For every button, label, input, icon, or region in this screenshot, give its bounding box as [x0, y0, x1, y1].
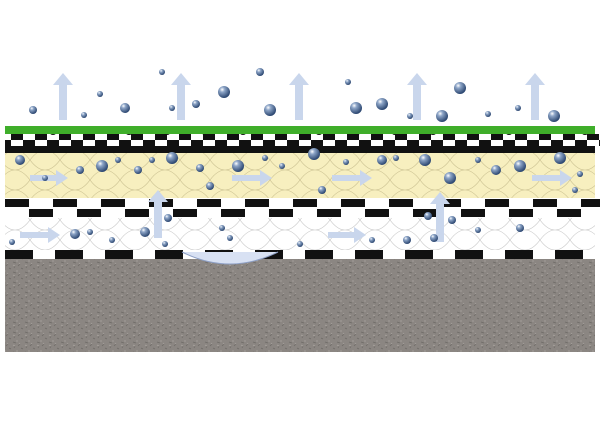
moisture-droplet: [81, 112, 87, 118]
moisture-droplet: [376, 98, 388, 110]
moisture-droplet: [97, 91, 103, 97]
moisture-droplet: [219, 225, 225, 231]
moisture-droplet: [134, 166, 142, 174]
moisture-droplet: [169, 105, 175, 111]
vapor-arrow-right-head: [360, 170, 372, 186]
moisture-droplet: [15, 155, 25, 165]
moisture-droplet: [369, 237, 375, 243]
moisture-droplet: [475, 157, 481, 163]
vapor-arrow-up-head: [407, 73, 427, 85]
moisture-droplet: [218, 86, 230, 98]
vapor-arrow-right-head: [260, 170, 272, 186]
moisture-droplet: [96, 160, 108, 172]
vapor-arrows: [20, 73, 572, 243]
moisture-droplet: [318, 186, 326, 194]
moisture-droplet: [196, 164, 204, 172]
vapor-arrow-up: [154, 200, 162, 238]
moisture-droplet: [475, 227, 481, 233]
vapor-arrow-right: [332, 175, 362, 181]
vapor-barrier-membrane: [5, 198, 600, 218]
moisture-droplet: [515, 105, 521, 111]
moisture-droplet: [308, 148, 320, 160]
moisture-droplet: [345, 79, 351, 85]
moisture-droplet: [448, 216, 456, 224]
blister-bulge: [181, 251, 279, 265]
vapor-arrow-right: [232, 175, 262, 181]
moisture-droplet: [264, 104, 276, 116]
moisture-droplets: [9, 68, 583, 247]
moisture-droplet: [115, 157, 121, 163]
vapor-arrow-up: [59, 83, 67, 120]
vapor-arrow-right: [20, 232, 50, 238]
moisture-droplet: [109, 237, 115, 243]
vapor-arrow-right-head: [48, 227, 60, 243]
concrete-slab: [5, 259, 595, 352]
vapor-arrow-right-head: [560, 170, 572, 186]
moisture-droplet: [120, 103, 130, 113]
vapor-arrow-up-head: [525, 73, 545, 85]
moisture-droplet: [297, 241, 303, 247]
moisture-droplet: [87, 229, 93, 235]
vapor-arrow-up: [295, 83, 303, 120]
moisture-droplet: [491, 165, 501, 175]
drainage-membrane: [5, 127, 600, 153]
moisture-droplet: [444, 172, 456, 184]
vapor-arrow-up-head: [148, 190, 168, 202]
moisture-droplet: [343, 159, 349, 165]
moisture-droplet: [149, 157, 155, 163]
moisture-droplet: [436, 110, 448, 122]
moisture-droplet: [377, 155, 387, 165]
moisture-droplet: [350, 102, 362, 114]
moisture-droplet: [166, 152, 178, 164]
vapor-arrow-up-head: [289, 73, 309, 85]
moisture-droplet: [485, 111, 491, 117]
vapor-arrow-right-head: [56, 170, 68, 186]
waterproofing-membrane: [5, 250, 595, 259]
moisture-droplet: [516, 224, 524, 232]
moisture-droplet: [548, 110, 560, 122]
moisture-droplet: [262, 155, 268, 161]
moisture-droplet: [29, 106, 37, 114]
moisture-droplet: [192, 100, 200, 108]
moisture-droplet: [407, 113, 413, 119]
moisture-droplet: [577, 171, 583, 177]
moisture-droplet: [430, 234, 438, 242]
vegetation-layer: [5, 126, 595, 134]
moisture-droplet: [164, 214, 172, 222]
moisture-droplet: [42, 175, 48, 181]
moisture-droplet: [572, 187, 578, 193]
vapor-arrow-right: [532, 175, 562, 181]
moisture-droplet: [514, 160, 526, 172]
moisture-droplet: [232, 160, 244, 172]
moisture-droplet: [256, 68, 264, 76]
moisture-droplet: [206, 182, 214, 190]
vapor-arrow-up: [413, 83, 421, 120]
moisture-droplet: [554, 152, 566, 164]
vapor-arrow-up-head: [53, 73, 73, 85]
moisture-droplet: [403, 236, 411, 244]
moisture-droplet: [279, 163, 285, 169]
moisture-droplet: [140, 227, 150, 237]
moisture-droplet: [76, 166, 84, 174]
moisture-droplet: [162, 241, 168, 247]
moisture-droplet: [159, 69, 165, 75]
vapor-arrow-right: [328, 232, 356, 238]
moisture-droplet: [424, 212, 432, 220]
vapor-arrow-up: [531, 83, 539, 120]
moisture-droplet: [70, 229, 80, 239]
vapor-arrow-up-head: [430, 192, 450, 204]
moisture-droplet: [9, 239, 15, 245]
moisture-droplet: [419, 154, 431, 166]
moisture-droplet: [227, 235, 233, 241]
vapor-arrow-right-head: [354, 227, 366, 243]
vapor-arrow-up-head: [171, 73, 191, 85]
vapor-arrow-up: [177, 83, 185, 120]
vapor-arrow-up: [436, 202, 444, 242]
moisture-droplet: [393, 155, 399, 161]
moisture-droplet: [454, 82, 466, 94]
